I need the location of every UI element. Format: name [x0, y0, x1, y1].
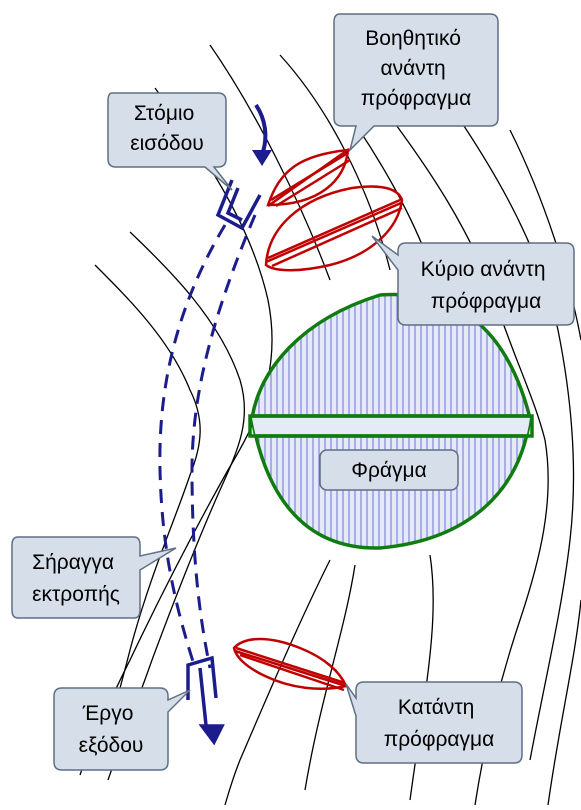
callout-main-upstream-cofferdam: Κύριο ανάντη πρόφραγμα	[371, 235, 575, 326]
diversion-tunnel	[158, 214, 257, 669]
dam	[248, 292, 534, 550]
callout-tunnel-line-1: Σήραγγα	[32, 551, 114, 574]
callout-tunnel-line-2: εκτροπής	[32, 583, 120, 606]
callout-outlet-line-1: Έργο	[82, 702, 134, 725]
callout-aux-line-2: ανάντη	[380, 57, 445, 80]
callout-downstream-cofferdam: Κατάντη πρόφραγμα	[345, 681, 523, 764]
aux-upstream-cofferdam	[266, 147, 351, 208]
callout-downstream-line-1: Κατάντη	[398, 696, 475, 719]
svg-text:Σήραγγα εκτροπής: Σήραγγα εκτροπής	[32, 551, 120, 606]
callout-aux-line-3: πρόφραγμα	[361, 87, 472, 110]
outlet-structure-icon	[186, 655, 225, 746]
dam-label: Φράγμα	[319, 449, 459, 491]
callout-inlet-portal-line-1: Στόμιο	[134, 102, 194, 125]
inlet-structure-icon	[215, 179, 262, 231]
callout-inlet-portal: Στόμιο εισόδου	[107, 92, 233, 191]
callout-main-line-2: πρόφραγμα	[431, 290, 542, 313]
contour-line	[547, 599, 581, 806]
contour-line	[509, 129, 581, 341]
callout-aux-upstream-cofferdam: Βοηθητικό ανάντη πρόφραγμα	[333, 13, 499, 153]
main-upstream-cofferdam	[264, 185, 404, 272]
curved-arrow-down-icon	[252, 103, 272, 166]
callout-downstream-line-2: πρόφραγμα	[384, 728, 495, 751]
svg-text:Κατάντη πρόφραγμα: Κατάντη πρόφραγμα	[384, 696, 495, 751]
svg-text:Βοηθητικό ανάντη π: Βοηθητικό ανάντη πρόφραγμα	[361, 27, 472, 110]
callout-main-line-1: Κύριο ανάντη	[421, 258, 546, 281]
tunnel-wall-right	[190, 214, 257, 669]
callout-aux-line-1: Βοηθητικό	[365, 27, 461, 50]
svg-text:Στόμιο εισόδου: Στόμιο εισόδου	[130, 102, 204, 155]
contour-line	[224, 559, 331, 806]
dam-label-text: Φράγμα	[351, 459, 427, 482]
contour-line	[209, 44, 331, 281]
contour-lines	[79, 44, 581, 806]
callout-outlet-structure: Έργο εξόδου	[53, 687, 191, 771]
callout-diversion-tunnel: Σήραγγα εκτροπής	[11, 536, 177, 619]
contour-line	[94, 264, 201, 766]
callout-inlet-portal-line-2: εισόδου	[130, 132, 204, 155]
callout-outlet-line-2: εξόδου	[79, 734, 144, 757]
tunnel-wall-left	[158, 224, 227, 669]
contour-line	[384, 109, 549, 806]
contour-line	[279, 54, 391, 271]
svg-text:Κύριο ανάντη πρόφραγμα: Κύριο ανάντη πρόφραγμα	[421, 258, 552, 313]
svg-text:Έργο εξόδου: Έργο εξόδου	[79, 702, 144, 757]
contour-line	[79, 87, 273, 776]
dam-crest	[252, 414, 530, 438]
contour-line	[459, 119, 575, 761]
